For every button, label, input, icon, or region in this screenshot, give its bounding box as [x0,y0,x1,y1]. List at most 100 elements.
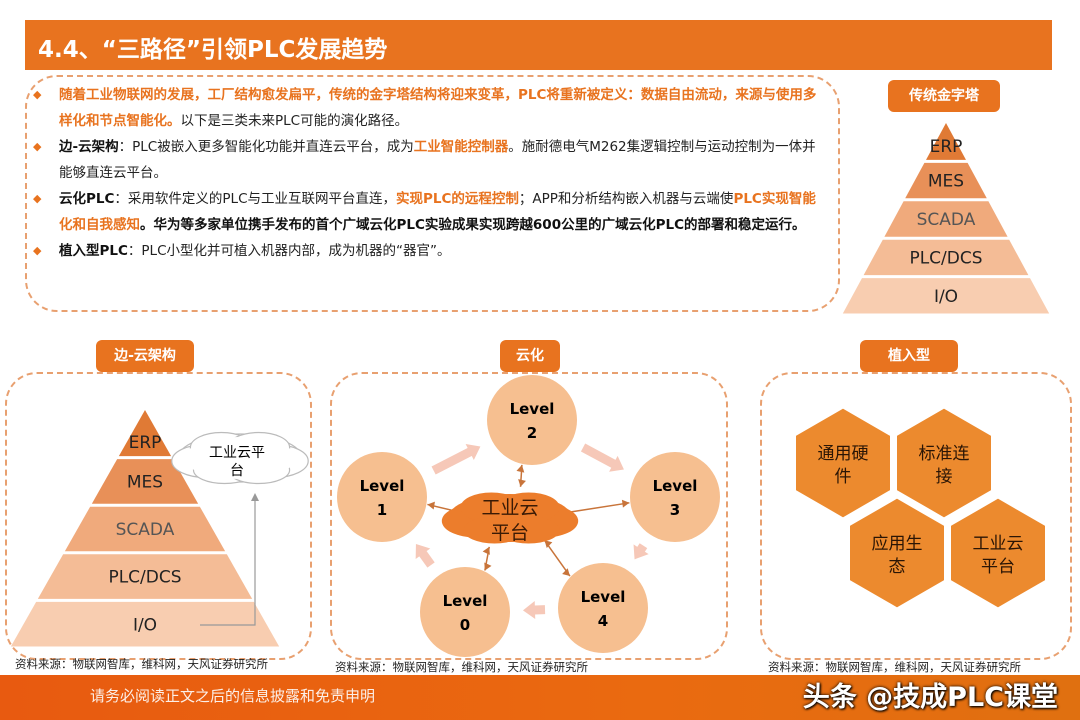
pyramid-layer-label: I/O [133,615,157,635]
cloud-label: 平台 [491,522,529,544]
hexagon [894,405,994,521]
bullet-item: ◆植入型PLC：PLC小型化并可植入机器内部，成为机器的“器官”。 [33,238,823,264]
disclaimer: 请务必阅读正文之后的信息披露和免责申明 [90,687,376,705]
connector-arrow [200,497,256,626]
bullet-text: 随着工业物联网的发展，工厂结构愈发扁平，传统的金字塔结构将迎来变革，PLC将重新… [59,87,817,129]
hexagon-label: 标准连 [919,444,970,464]
source-note: 资料来源：物联网智库，维科网，天风证券研究所 [335,660,588,674]
level-number: 2 [527,424,537,442]
level-circle [630,452,720,542]
bullet-text: 实现PLC的远程控制 [396,191,519,207]
bullet-item: ◆ 云化PLC：采用软件定义的PLC与工业互联网平台直连，实现PLC的远程控制；A… [33,186,823,238]
bullet-text: 植入型PLC [59,243,128,259]
pyramid-layer-label: MES [127,473,163,493]
pyramid-layer-label: PLC/DCS [108,568,181,588]
page-title: 4.4、“三路径”引领PLC发展趋势 [38,37,388,63]
arrow-head-icon [621,499,630,508]
flow-arrow [431,446,476,475]
cloud-icon [441,492,579,544]
bullet-text: ：PLC被嵌入更多智能化功能并直连云平台，成为 [118,139,414,155]
pyramid-layer-label: SCADA [116,520,175,540]
cloudified-box [330,372,728,660]
hexagon-label: 平台 [981,557,1015,577]
hexagon-label: 工业云 [973,534,1024,554]
flow-arrow [580,443,620,470]
bullet-text: 工业智能控制器 [413,139,509,155]
pyramid-layer-label: ERP [129,433,162,453]
hexagon-label: 件 [835,467,852,487]
arrow-head-icon [482,546,490,555]
bullet-item: ◆ 随着工业物联网的发展，工厂结构愈发扁平，传统的金字塔结构将迎来变革，PLC将重… [33,82,823,134]
bullet-text: PLC实现智能化和自我感知 [59,191,816,233]
bullet-text: ：采用软件定义的PLC与工业互联网平台直连， [114,191,396,207]
arrow-head-icon [465,443,481,460]
level-number: 4 [598,612,608,630]
pyramid-layer-label: ERP [930,137,963,157]
pyramid-layer-label: I/O [934,287,958,307]
arrow-head-icon [484,562,492,571]
pyramid-layer [91,459,199,504]
arrow-head-icon [251,493,259,501]
bullet-text: 。华为等多家单位携手发布的首个广域云化PLC实验成果实现跨越600公里的广域云化… [140,217,806,233]
pyramid-layer-label: MES [928,172,964,192]
bullet-text: ：PLC小型化并可植入机器内部，成为机器的“器官”。 [127,243,451,259]
level-number: 3 [670,501,680,519]
arrow-head-icon [516,464,525,473]
pyramid-layer [926,123,966,160]
footer-bar: 请务必阅读正文之后的信息披露和免责申明 [0,675,1080,720]
pyramid-layer [905,162,987,199]
summary-box [25,75,840,312]
level-circle [558,563,648,653]
pyramid-layer-label: PLC/DCS [909,249,982,269]
bullet-text: ；APP和分析结构嵌入机器与云端使 [518,191,734,207]
level-label: Level [443,592,488,610]
title-bar: 4.4、“三路径”引领PLC发展趋势 [25,20,1052,70]
level-number: 0 [460,616,470,634]
diamond-bullet-icon: ◆ [33,192,42,205]
hexagon [793,405,893,521]
cloud-label: 台 [230,463,244,479]
arrow-head-icon [415,544,431,560]
hexagon [948,495,1048,611]
arrow-head-icon [518,479,526,487]
pyramid-layer [863,239,1029,276]
level-label: Level [360,477,405,495]
bidirectional-arrow [543,539,571,577]
arrow-head-icon [633,544,649,560]
diamond-bullet-icon: ◆ [33,88,42,101]
embedded-label: 植入型 [860,340,958,372]
level-circle [487,375,577,465]
pyramid-layer [842,278,1050,314]
bullet-text: 边-云架构 [59,139,119,155]
edge-cloud-label: 边-云架构 [96,340,194,372]
arrow-head-icon [427,501,435,510]
arrow-head-icon [609,455,624,472]
level-label: Level [510,400,555,418]
pyramid-layer [10,601,280,647]
hexagon-label: 应用生 [872,534,923,554]
level-circle [337,452,427,542]
level-number: 1 [377,501,387,519]
source-note: 资料来源：物联网智库，维科网，天风证券研究所 [768,660,1021,674]
bullet-text: 云化PLC [59,191,115,207]
pyramid-layer [64,506,226,552]
pyramid-layer [884,201,1008,237]
cloudified-label: 云化 [500,340,560,372]
arrow-head-icon [522,600,536,619]
level-circle [420,567,510,657]
level-label: Level [581,588,626,606]
watermark: 头条 @技成PLC课堂 [802,682,1058,713]
cloud-icon [171,431,309,485]
hexagon-label: 通用硬 [818,444,869,464]
embedded-box [760,372,1072,660]
arrow-head-icon [544,540,553,548]
bullet-text: 。施耐德电气M262集逻辑控制与运动控制为一体并能够直连云平台。 [59,139,816,181]
bullet-text: 以下是三类未来PLC可能的演化路径。 [180,113,409,129]
bullet-list: ◆ 随着工业物联网的发展，工厂结构愈发扁平，传统的金字塔结构将迎来变革，PLC将重… [25,82,825,264]
hexagon-label: 接 [936,467,953,487]
traditional-pyramid-label: 传统金字塔 [888,80,1000,112]
hexagon [847,495,947,611]
